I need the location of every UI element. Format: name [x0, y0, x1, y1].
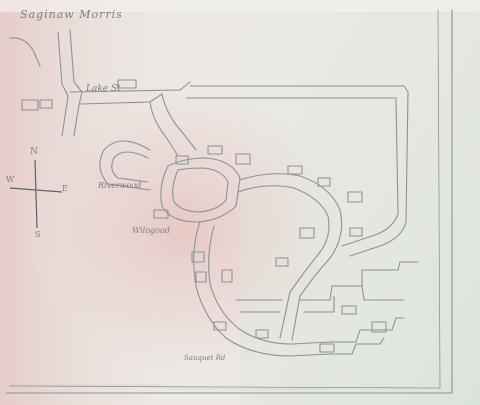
page-frame: [5, 9, 453, 394]
building: [221, 269, 233, 283]
page-frame-inner: [9, 9, 441, 389]
ruled-marks: [8, 384, 330, 390]
building: [299, 227, 315, 239]
compass-east-label: E: [62, 184, 68, 193]
building: [317, 177, 331, 187]
central-loop: [160, 157, 241, 223]
road-east-curve-inner: [237, 185, 330, 339]
building: [117, 79, 137, 89]
compass-rose: [9, 159, 63, 229]
street-label: Wilogood: [132, 226, 170, 235]
building: [213, 321, 227, 331]
building: [341, 305, 357, 315]
building: [195, 271, 207, 283]
street-label: Riverwood: [98, 181, 142, 190]
top-glare: [0, 0, 480, 12]
compass-north-label: N: [30, 147, 38, 157]
road-north-link-b: [161, 93, 197, 151]
compass-ew-line: [9, 187, 63, 193]
building: [235, 153, 251, 165]
building: [255, 329, 269, 339]
road-east-outer: [189, 85, 409, 257]
road-grid-e: [361, 261, 419, 287]
building: [39, 99, 53, 109]
road-grid-d: [329, 337, 385, 355]
building: [175, 155, 189, 165]
road-east-curve-outer: [239, 173, 343, 341]
road-west-a: [57, 31, 69, 137]
building: [207, 145, 223, 155]
road-grid-a: [299, 285, 405, 301]
road-corner: [9, 37, 41, 67]
street-label: Lake St: [86, 84, 121, 94]
road-south-inner: [208, 225, 331, 345]
building: [319, 343, 335, 353]
building: [153, 209, 169, 219]
central-loop-inner: [172, 167, 229, 213]
building: [21, 99, 39, 111]
horseshoe-inner: [111, 151, 149, 183]
compass-west-label: W: [6, 175, 15, 184]
building: [371, 321, 387, 333]
building: [347, 191, 363, 203]
horseshoe-outer: [99, 140, 151, 191]
map-title: Saginaw Morris: [20, 8, 123, 21]
building: [275, 257, 289, 267]
road-north-link: [149, 101, 179, 157]
compass-south-label: S: [35, 230, 41, 239]
street-label: Sauquet Rd: [184, 354, 226, 362]
compass-ns-line: [34, 159, 38, 229]
building: [349, 227, 363, 237]
building: [287, 165, 303, 175]
road-grid-b: [303, 295, 335, 313]
road-grid-c: [329, 317, 405, 343]
road-east-inner: [185, 97, 399, 247]
road-top-a: [69, 81, 191, 93]
building: [191, 251, 205, 263]
